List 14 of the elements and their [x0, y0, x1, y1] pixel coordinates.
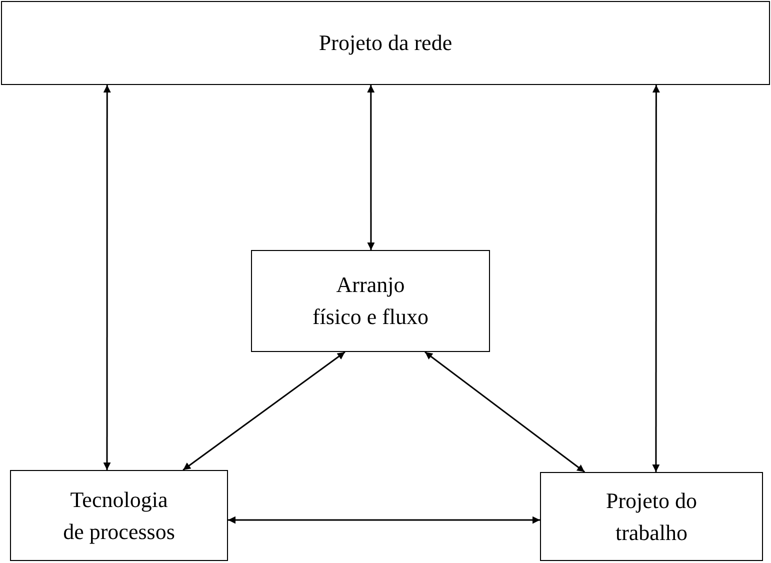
box-label: Arranjo físico e fluxo	[311, 271, 430, 331]
double-arrow	[424, 351, 586, 473]
process-box	[540, 472, 763, 561]
double-arrow	[182, 351, 346, 471]
box-label: Projeto da rede	[318, 29, 452, 58]
double-arrow	[103, 85, 111, 470]
double-arrow	[652, 85, 660, 472]
process-box	[10, 470, 228, 561]
double-arrow	[228, 516, 540, 524]
box-label: Tecnologia de processos	[62, 486, 176, 546]
process-box	[1, 1, 770, 85]
double-arrow	[367, 85, 375, 250]
process-box	[251, 250, 490, 352]
box-label: Projeto do trabalho	[604, 486, 698, 546]
